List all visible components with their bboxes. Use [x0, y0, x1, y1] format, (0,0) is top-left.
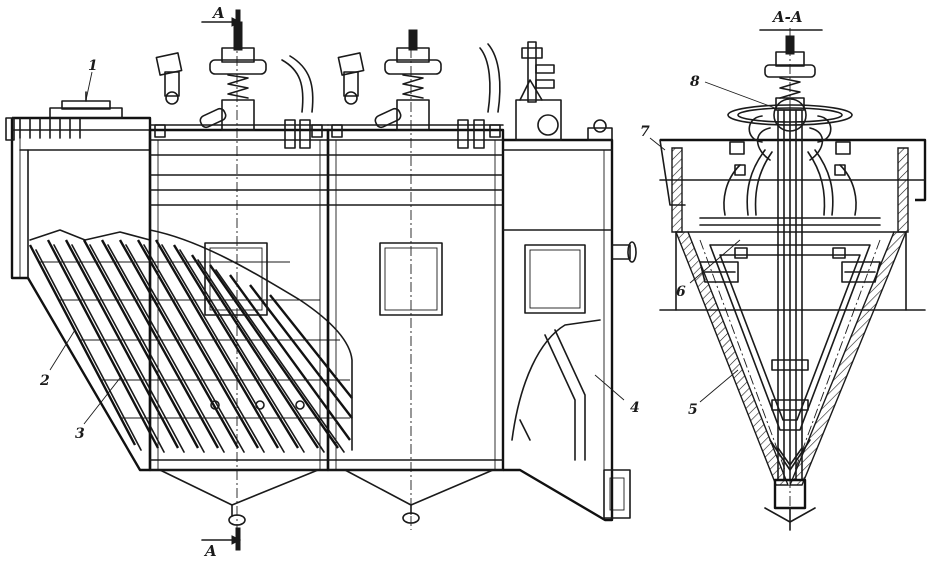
top-mechanism-2 [327, 29, 504, 149]
callout-2: 2 [39, 373, 50, 389]
section-title: A-A [771, 8, 803, 26]
callout-8: 8 [690, 74, 700, 90]
inclined-plates [28, 229, 353, 453]
section-view-aa [659, 28, 927, 531]
callout-7: 7 [640, 124, 650, 140]
callout-1: 1 [88, 58, 98, 74]
section-arrow-top [201, 9, 242, 31]
callout-5: 5 [688, 402, 698, 418]
front-view [5, 9, 637, 551]
leader-lines [49, 71, 776, 425]
callout-4: 4 [630, 400, 640, 416]
compartment-2 [326, 128, 505, 524]
inclined-hopper [5, 91, 152, 472]
top-mechanism-1 [149, 21, 329, 149]
section-mark-bottom: A [203, 542, 217, 560]
top-comb [19, 117, 81, 139]
callout-6: 6 [676, 284, 686, 300]
section-arrow-bottom [201, 527, 242, 551]
section-mark-top: A [211, 4, 225, 22]
callout-3: 3 [75, 426, 85, 442]
labels: A A A-A 1 2 3 4 5 6 7 8 [39, 4, 803, 560]
discharge-chamber [502, 41, 637, 522]
